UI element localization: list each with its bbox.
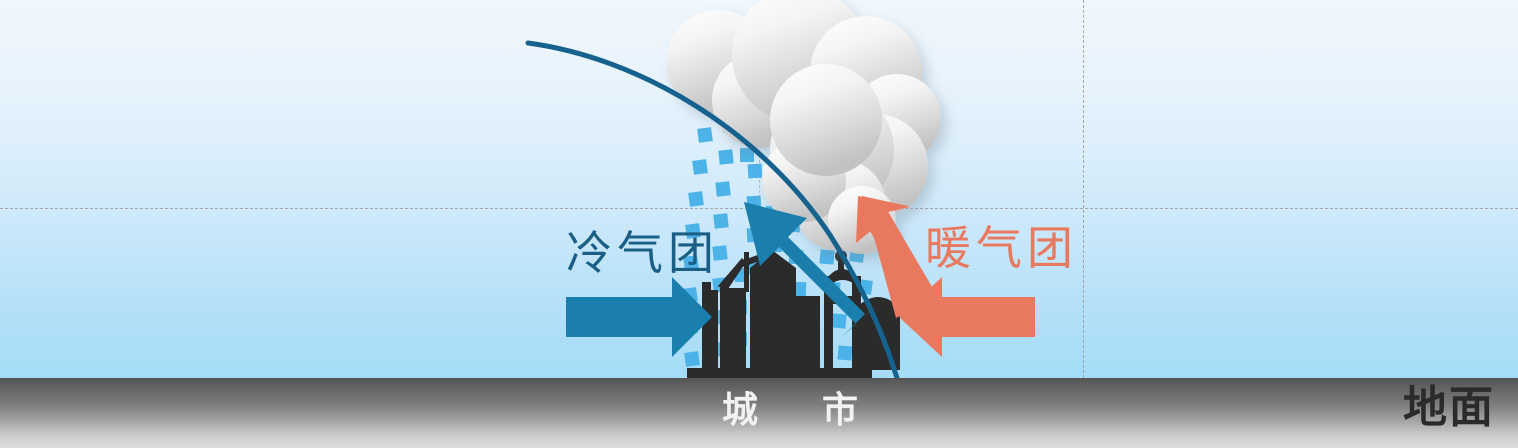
cold-air-arrow-right bbox=[566, 277, 712, 357]
warm-air-mass-label: 暖气团 bbox=[925, 223, 1078, 274]
cumulonimbus-cloud bbox=[666, 0, 941, 254]
city-skyline bbox=[687, 250, 900, 378]
city-label: 城 市 bbox=[722, 389, 873, 430]
front-boundary-curve bbox=[525, 40, 900, 378]
vertical-guideline-right bbox=[1083, 0, 1084, 378]
ground-label: 地面 bbox=[1403, 383, 1495, 432]
warm-updraft-arrow bbox=[856, 196, 938, 318]
cold-air-mass-label: 冷气团 bbox=[566, 228, 719, 279]
cold-updraft-arrow bbox=[744, 202, 865, 339]
ground-band bbox=[0, 378, 1518, 448]
